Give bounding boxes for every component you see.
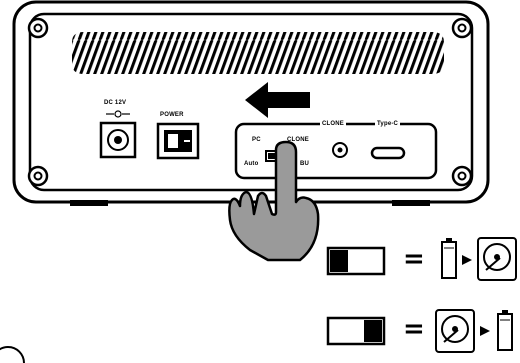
usb-c-port [370, 146, 406, 160]
foot-left [70, 200, 108, 206]
screw-top-left [27, 17, 49, 39]
power-switch [156, 122, 200, 160]
ventilation-grille [72, 32, 444, 74]
dc-in-port [99, 110, 137, 159]
polarity-icon [114, 110, 122, 118]
screw-top-right [451, 17, 473, 39]
equals-sign-2: = [403, 314, 425, 344]
hard-disk-icon [435, 309, 475, 353]
switch-left-label: PC [252, 137, 261, 143]
switch-sub-left-label: Auto [244, 161, 259, 167]
legend-row-2 [326, 309, 513, 353]
dc-in-label: DC 12V [104, 100, 127, 106]
step-number-circle [0, 346, 25, 363]
battery-icon [441, 238, 457, 279]
switch-sub-right-label: BU [300, 161, 310, 167]
equals-sign-1: = [403, 244, 425, 274]
arrow-right-icon [462, 255, 472, 265]
hard-disk-icon [477, 237, 517, 281]
power-label: POWER [160, 112, 184, 118]
type-c-label: Type-C [375, 121, 401, 127]
foot-right [392, 200, 430, 206]
clone-label: CLONE [320, 121, 346, 127]
legend-row-1 [326, 237, 517, 281]
arrow-left-icon [245, 82, 310, 118]
hand-pointer-icon [228, 140, 320, 262]
screw-bottom-left [27, 165, 49, 187]
battery-icon [497, 310, 513, 351]
switch-right-label: CLONE [287, 137, 309, 143]
arrow-right-icon [480, 326, 490, 336]
control-module [234, 122, 438, 180]
screw-bottom-right [451, 165, 473, 187]
